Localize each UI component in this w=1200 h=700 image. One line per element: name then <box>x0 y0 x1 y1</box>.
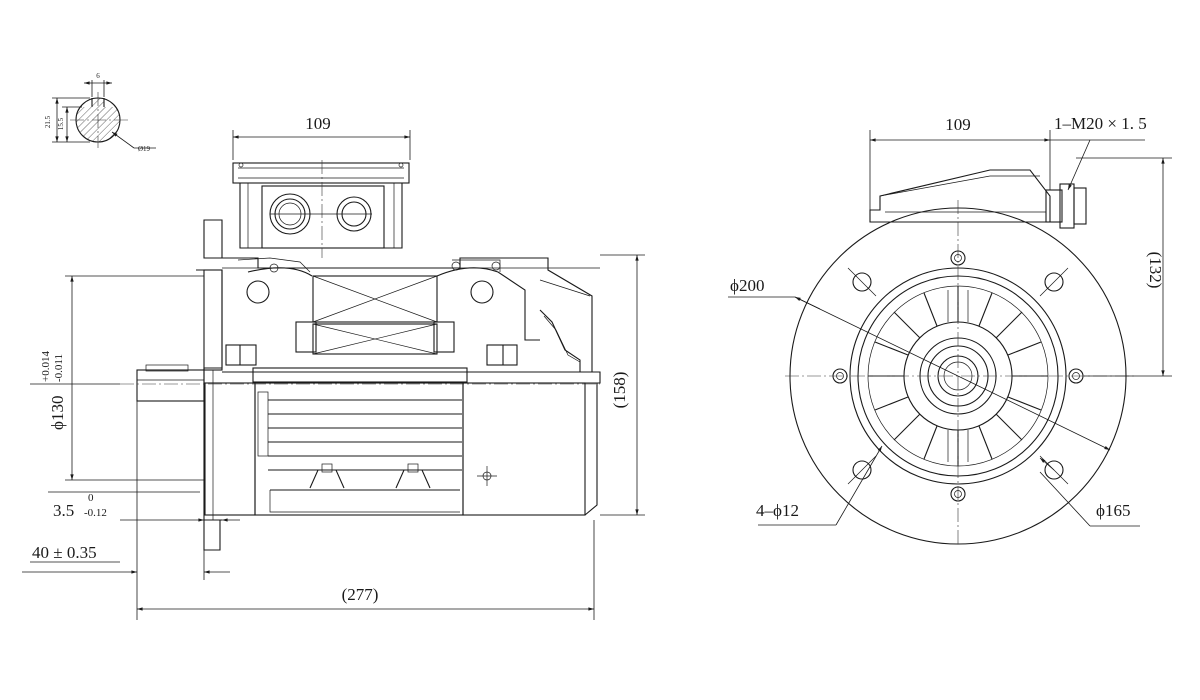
section-height-a: 21.5 <box>44 115 52 128</box>
end-terminal-box <box>869 169 1087 229</box>
end-view-dimensions: 109 1–M20 × 1. 5 (132) ϕ200 ϕ165 <box>728 114 1172 527</box>
side-view: 109 (158) ϕ130 +0.014 -0.011 3.5 0 -0.12 <box>22 114 645 620</box>
shaft-section: 6 21.5 15.5 Ø19 <box>44 72 156 153</box>
side-view-dimensions: 109 (158) ϕ130 +0.014 -0.011 3.5 0 -0.12 <box>22 114 645 620</box>
flange-diameter: ϕ200 <box>730 276 764 295</box>
stator-upper <box>312 275 438 323</box>
overall-length: (277) <box>342 585 379 604</box>
terminal-box <box>232 160 410 258</box>
motor-upper-section <box>222 257 600 373</box>
motor-lower-body <box>204 367 601 516</box>
flange-thickness: 3.5 <box>53 501 74 520</box>
spigot-tol-lower: -0.011 <box>53 354 65 382</box>
spigot-diameter: ϕ130 <box>48 396 67 430</box>
mounting-holes: 4–ϕ12 <box>756 501 799 520</box>
section-diameter: Ø19 <box>138 145 151 153</box>
flange <box>196 219 223 551</box>
side-top-width: 109 <box>305 114 331 133</box>
side-height: (158) <box>610 372 629 409</box>
pitch-circle-diameter: ϕ165 <box>1096 501 1130 520</box>
end-view: 109 1–M20 × 1. 5 (132) ϕ200 ϕ165 <box>728 114 1172 545</box>
spigot-tol-upper: +0.014 <box>40 351 52 382</box>
end-height: (132) <box>1146 252 1165 289</box>
key-width-label: 6 <box>96 72 100 80</box>
shaft-length: 40 ± 0.35 <box>32 543 97 562</box>
section-height-b: 15.5 <box>57 117 65 130</box>
end-top-width: 109 <box>945 115 971 134</box>
flange-thickness-tol-lower: -0.12 <box>84 507 107 519</box>
shaft <box>136 364 205 402</box>
cable-gland-spec: 1–M20 × 1. 5 <box>1054 114 1147 133</box>
flange-thickness-tol-upper: 0 <box>88 492 94 504</box>
stator-lower <box>312 323 438 355</box>
